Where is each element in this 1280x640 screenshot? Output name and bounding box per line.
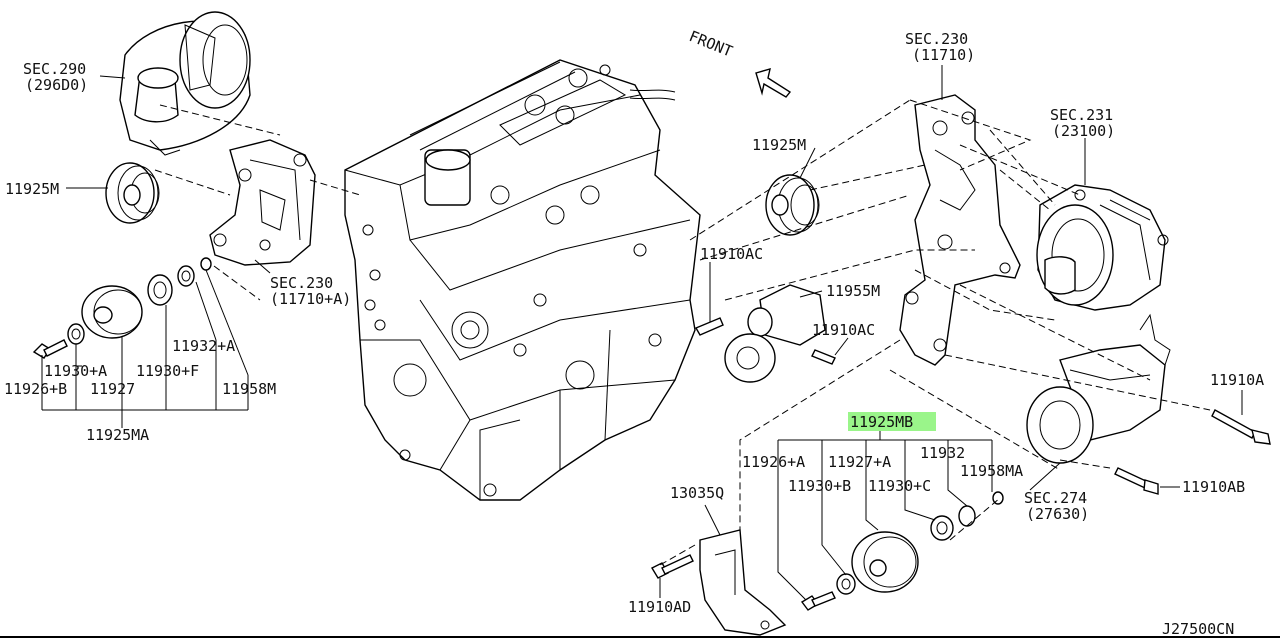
label-sec274-ref: (27630)	[1026, 505, 1089, 523]
label-11925ma[interactable]: 11925MA	[86, 426, 149, 444]
label-11926a[interactable]: 11926+A	[742, 453, 805, 471]
label-sec230-right-ref: (11710)	[912, 46, 975, 64]
label-11910ab[interactable]: 11910AB	[1182, 478, 1245, 496]
label-sec290-ref: (296D0)	[25, 76, 88, 94]
tensioner-11955m	[724, 284, 826, 383]
label-11926b[interactable]: 11926+B	[4, 380, 67, 398]
assembly-lines	[154, 99, 1211, 566]
washer-11930a	[67, 323, 85, 345]
label-11910a[interactable]: 11910A	[1210, 371, 1264, 389]
bolt-11910a	[1211, 409, 1271, 445]
bolt-11926b	[32, 339, 68, 359]
washer-11930c	[930, 515, 954, 541]
washer-11932	[958, 505, 976, 527]
label-11930f[interactable]: 11930+F	[136, 362, 199, 380]
label-11925mb[interactable]: 11925MB	[850, 413, 913, 431]
ring-11958ma	[992, 491, 1004, 505]
bracket-right	[899, 94, 1021, 366]
pulley-11927	[81, 285, 143, 339]
label-11910ac-top[interactable]: 11910AC	[700, 245, 763, 263]
bolt-11910ab	[1114, 467, 1159, 495]
ring-11958m	[200, 257, 212, 271]
label-11927[interactable]: 11927	[90, 380, 135, 398]
bolt-11910ac-bottom	[811, 349, 836, 365]
front-direction-indicator: FRONT	[687, 27, 792, 98]
bolt-11910ac-top	[694, 317, 724, 336]
label-11927a[interactable]: 11927+A	[828, 453, 891, 471]
washer-11932a	[177, 265, 195, 287]
sec231-component	[1036, 184, 1169, 311]
label-13035q[interactable]: 13035Q	[670, 484, 724, 502]
label-11955m[interactable]: 11955M	[826, 282, 880, 300]
sec290-component	[119, 11, 251, 156]
label-11925m-right[interactable]: 11925M	[752, 136, 806, 154]
label-11932a[interactable]: 11932+A	[172, 337, 235, 355]
label-11930c[interactable]: 11930+C	[868, 477, 931, 495]
label-sec290[interactable]: SEC.290	[23, 60, 86, 78]
idler-pulley-right	[765, 174, 820, 236]
bolt-11926a	[800, 591, 836, 611]
bracket-left	[209, 139, 316, 266]
diagram-id: J27500CN	[1162, 620, 1234, 638]
label-sec231[interactable]: SEC.231	[1050, 106, 1113, 124]
label-11958m[interactable]: 11958M	[222, 380, 276, 398]
label-11958ma[interactable]: 11958MA	[960, 462, 1023, 480]
label-sec231-ref: (23100)	[1052, 122, 1115, 140]
label-11930b[interactable]: 11930+B	[788, 477, 851, 495]
washer-11930f	[147, 274, 173, 306]
highlight-11925mb	[848, 412, 936, 431]
engine-block	[344, 59, 701, 501]
label-sec230-right[interactable]: SEC.230	[905, 30, 968, 48]
bolt-11910ad	[651, 554, 694, 579]
part-labels: SEC.290 (296D0) 11925M SEC.230 (11710+A)…	[4, 30, 1264, 638]
label-11932[interactable]: 11932	[920, 444, 965, 462]
label-11930a[interactable]: 11930+A	[44, 362, 107, 380]
label-sec230-left-ref: (11710+A)	[270, 290, 351, 308]
bracket-13035q	[699, 529, 787, 636]
label-sec274[interactable]: SEC.274	[1024, 489, 1087, 507]
label-11910ac-bottom[interactable]: 11910AC	[812, 321, 875, 339]
idler-pulley-left	[105, 162, 160, 224]
leader-lines	[41, 65, 1243, 601]
sec274-component	[1026, 313, 1171, 464]
pulley-11927a	[851, 531, 919, 593]
front-label: FRONT	[687, 27, 736, 61]
washer-11930b	[836, 573, 856, 595]
label-sec230-left[interactable]: SEC.230	[270, 274, 333, 292]
label-11910ad[interactable]: 11910AD	[628, 598, 691, 616]
label-11925m-left[interactable]: 11925M	[5, 180, 59, 198]
